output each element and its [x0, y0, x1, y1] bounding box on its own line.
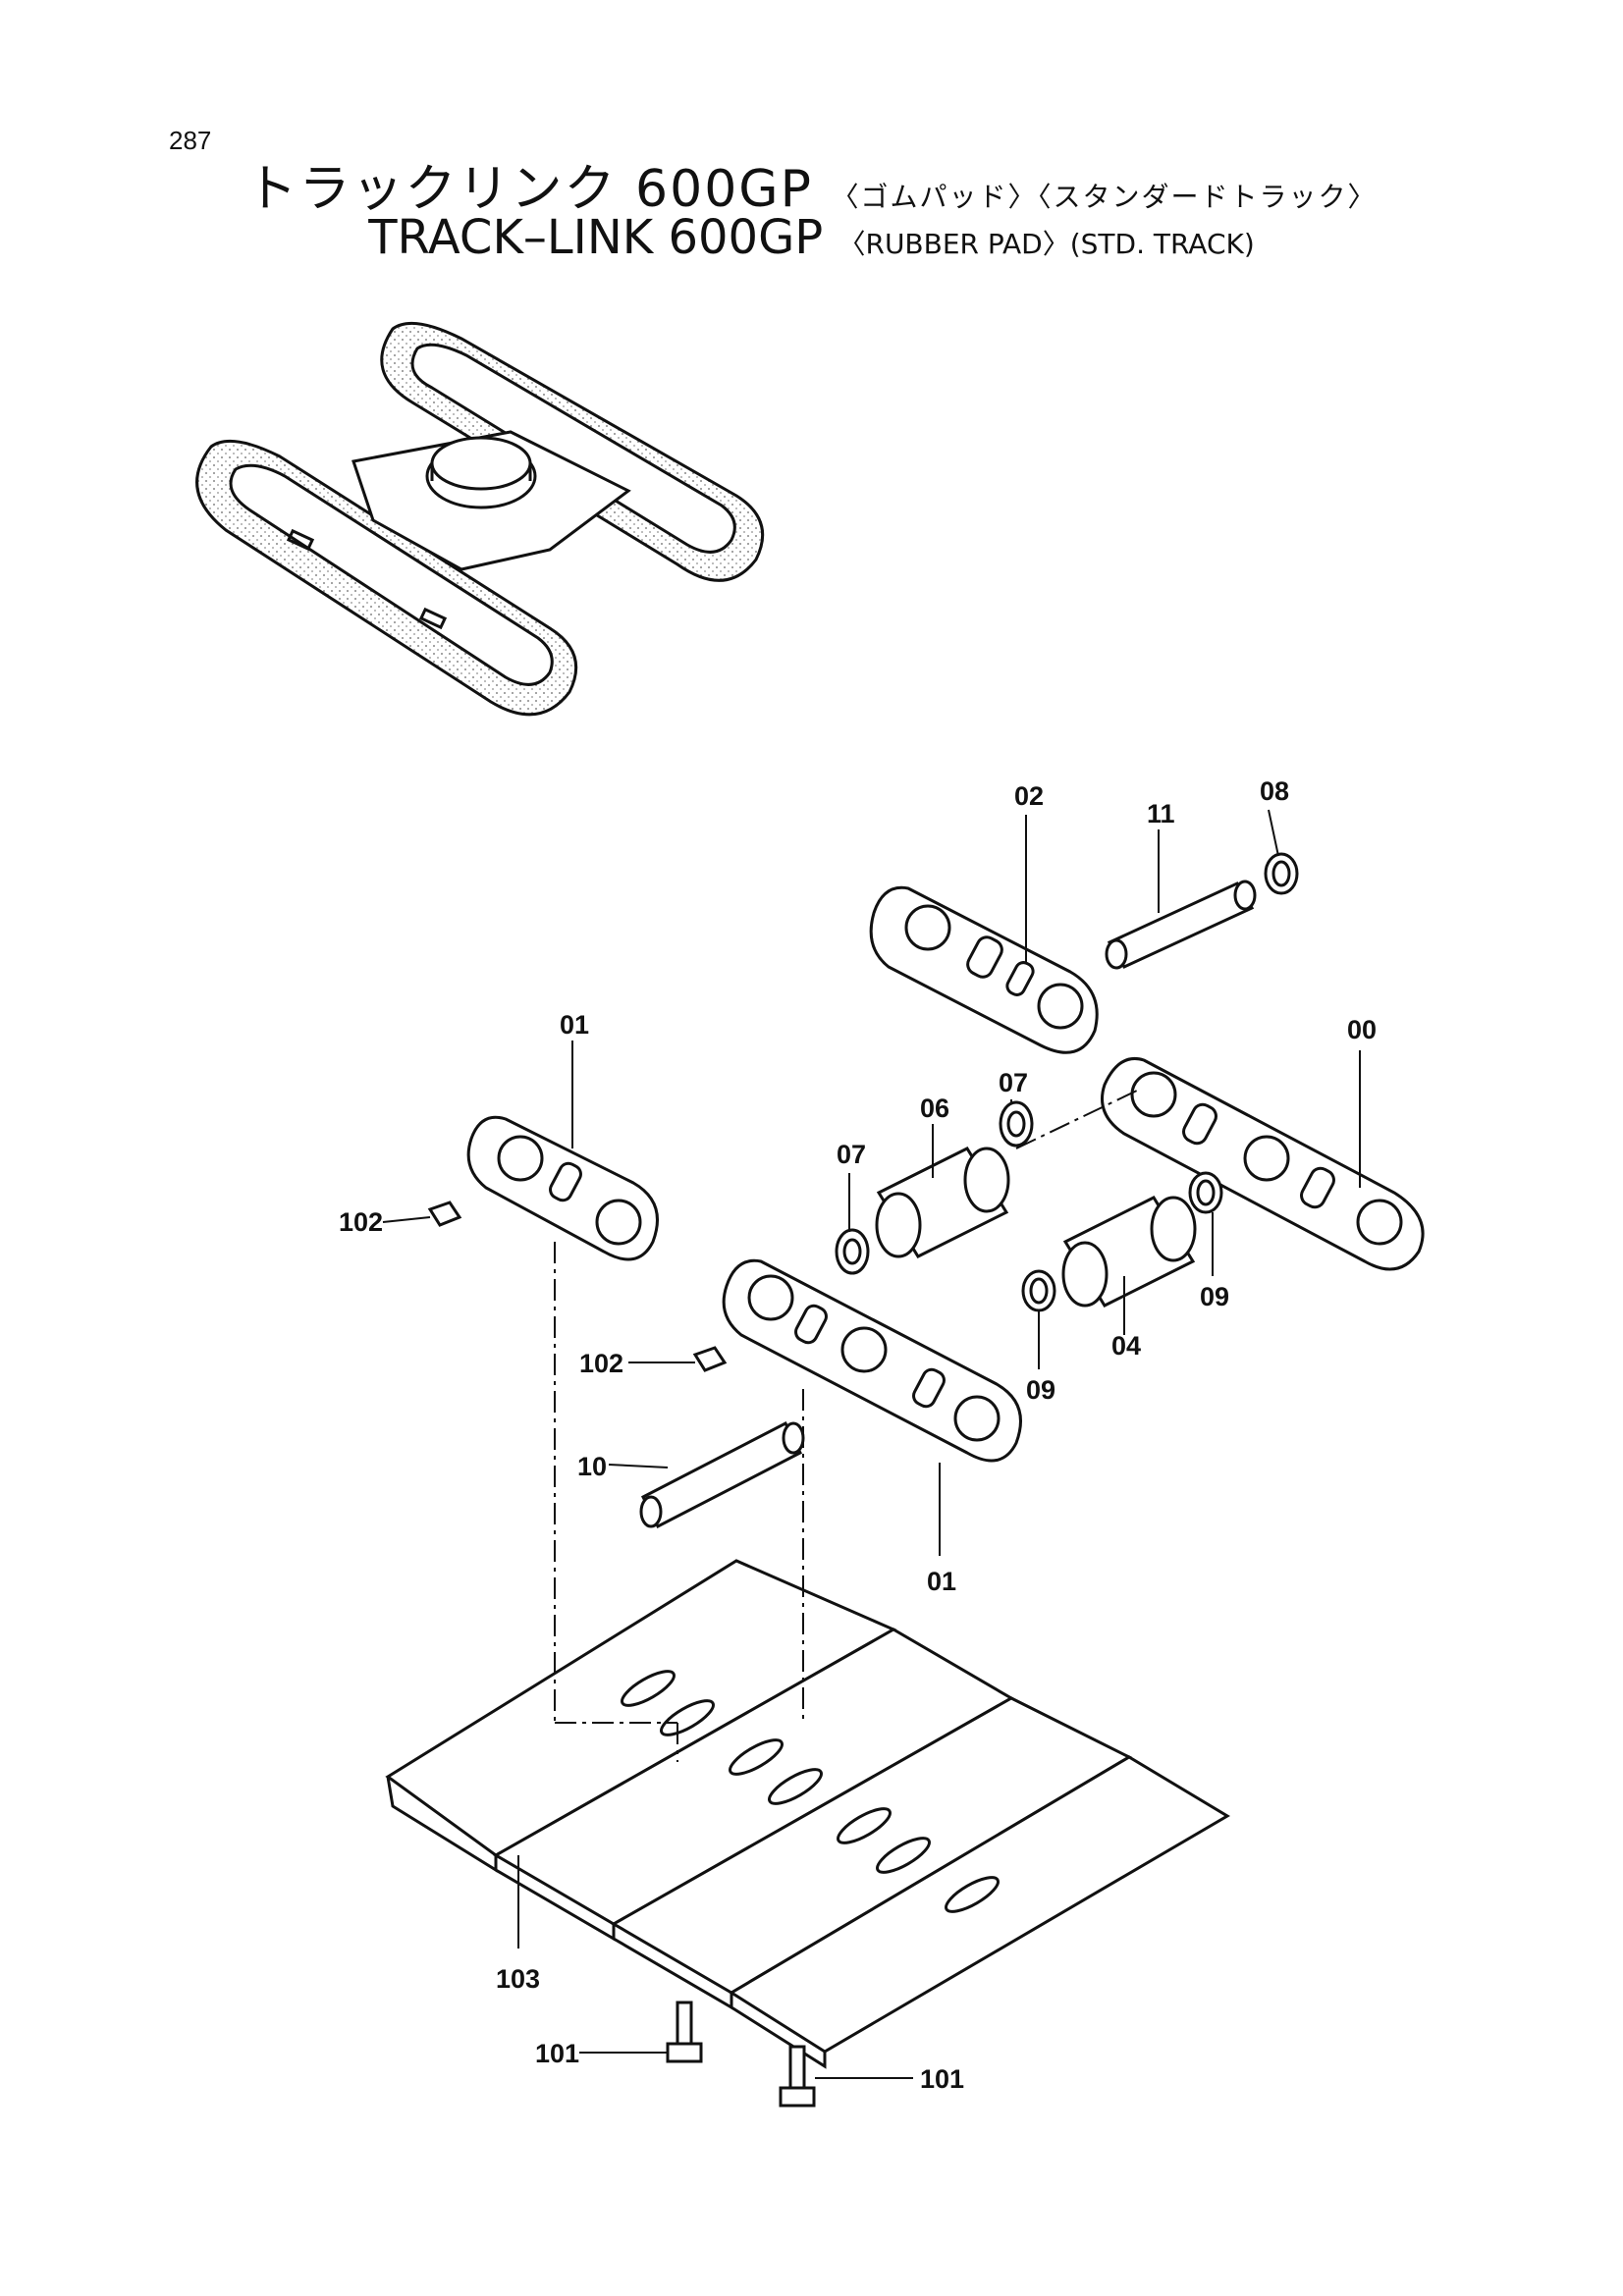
callout-08: 08 — [1260, 776, 1289, 806]
callout-01-lower: 01 — [927, 1567, 956, 1596]
part-link-02 — [869, 885, 1099, 1054]
callout-04: 04 — [1111, 1331, 1141, 1361]
callout-01-upper: 01 — [560, 1010, 589, 1040]
callout-11: 11 — [1147, 799, 1175, 828]
part-seal-07-a — [835, 1228, 870, 1275]
part-pin-10 — [639, 1420, 805, 1529]
part-seal-07-b — [999, 1100, 1034, 1148]
part-link-00 — [1101, 1057, 1425, 1271]
title-english: TRACK–LINK 600GP 〈RUBBER PAD〉(STD. TRACK… — [0, 210, 1623, 265]
part-pin-11 — [1105, 880, 1257, 970]
callout-07-right: 07 — [999, 1068, 1028, 1097]
callout-09-center: 09 — [1026, 1375, 1055, 1405]
part-link-01-left — [466, 1115, 659, 1261]
part-ring-08 — [1264, 852, 1299, 895]
part-bushing-06 — [875, 1147, 1010, 1258]
callout-101-left: 101 — [535, 2039, 579, 2068]
part-link-01-center — [722, 1258, 1022, 1463]
callout-101-right: 101 — [920, 2064, 964, 2094]
page-number: 287 — [169, 126, 212, 155]
callout-07-left: 07 — [837, 1140, 866, 1169]
exploded-parts — [385, 852, 1425, 2108]
part-bolt-101-b — [779, 2045, 816, 2108]
title-japanese-sub: 〈ゴムパッド〉〈スタンダードトラック〉 — [831, 181, 1378, 213]
callout-102-upper: 102 — [339, 1207, 383, 1237]
part-ring-09-a — [1021, 1269, 1056, 1312]
title-japanese-main: トラックリンク 600GP — [245, 160, 813, 219]
callout-102-lower: 102 — [579, 1349, 623, 1378]
part-nut-102-b — [692, 1346, 728, 1372]
title-japanese: トラックリンク 600GP 〈ゴムパッド〉〈スタンダードトラック〉 — [0, 147, 1623, 221]
callout-labels: 08 02 11 01 00 07 06 07 102 09 04 102 09… — [339, 776, 1377, 2094]
leader-lines — [382, 809, 1361, 2079]
part-bolt-101-a — [666, 2001, 703, 2063]
part-ring-09-b — [1188, 1171, 1223, 1214]
part-nut-102-a — [427, 1201, 462, 1227]
callout-06: 06 — [920, 1094, 949, 1123]
title-english-sub: 〈RUBBER PAD〉(STD. TRACK) — [838, 228, 1255, 260]
callout-00: 00 — [1347, 1015, 1377, 1044]
callout-10: 10 — [577, 1452, 607, 1481]
part-rubber-pads-103 — [385, 1559, 1230, 2069]
callout-103: 103 — [496, 1964, 540, 1994]
callout-09-right: 09 — [1200, 1282, 1229, 1311]
title-english-main: TRACK–LINK 600GP — [368, 210, 824, 265]
undercarriage-illustration — [195, 321, 765, 717]
part-bushing-04 — [1061, 1196, 1197, 1308]
callout-02: 02 — [1014, 781, 1044, 811]
